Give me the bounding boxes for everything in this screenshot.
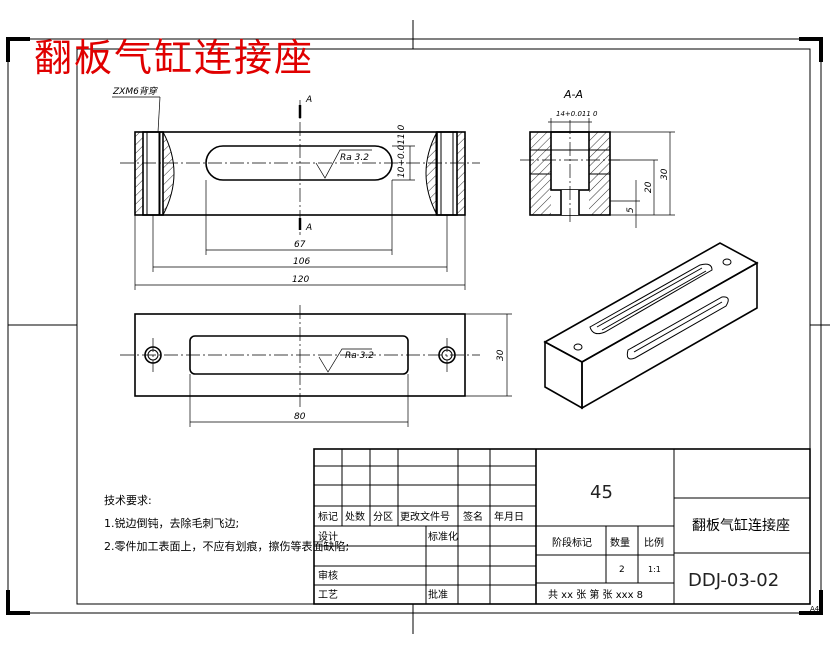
notes-line-2: 2.零件加工表面上，不应有划痕，擦伤等表面缺陷; bbox=[104, 539, 349, 553]
section-title: A-A bbox=[563, 88, 583, 101]
title-block-label-qty: 数量 bbox=[610, 536, 630, 549]
title-block-label-col-sign: 签名 bbox=[463, 510, 483, 523]
outer-frame bbox=[7, 38, 822, 614]
dim-80: 80 bbox=[294, 412, 306, 422]
page-title: 翻板气缸连接座 bbox=[34, 36, 315, 80]
isometric-view bbox=[543, 242, 759, 410]
notes-line-1: 1.锐边倒钝，去除毛刺飞边; bbox=[104, 516, 239, 530]
section-label-top: A bbox=[305, 95, 312, 105]
sheets-info: 共 xx 张 第 张 xxx 8 bbox=[548, 588, 643, 601]
front-view: A A ZXM6背穿 Ra 3.2 10+0.011 0 67 106 120 bbox=[112, 86, 480, 290]
corner-mark bbox=[799, 590, 823, 615]
corner-mark bbox=[6, 37, 30, 62]
title-block-label-stage: 阶段标记 bbox=[552, 536, 592, 549]
thread-note: ZXM6背穿 bbox=[112, 86, 158, 97]
top-view: Ra 3.2 30 80 bbox=[120, 305, 512, 427]
title-block-label-approve: 批准 bbox=[428, 588, 448, 601]
title-block-label-process: 工艺 bbox=[318, 589, 338, 601]
title-block-label-design: 设计 bbox=[318, 530, 338, 543]
dim-120: 120 bbox=[292, 275, 309, 285]
title-block-label-qty-value: 2 bbox=[619, 565, 625, 575]
title-block: 标记 处数 分区 更改文件号 签名 年月日 设计 标准化 审核 工艺 批准 45… bbox=[313, 448, 811, 605]
title-block-label-col-mark: 标记 bbox=[318, 511, 338, 523]
roughness-label: Ra 3.2 bbox=[340, 153, 369, 163]
page-number: A4 bbox=[810, 605, 820, 613]
notes-heading: 技术要求: bbox=[104, 494, 152, 507]
title-block-label-col-zone: 分区 bbox=[373, 511, 393, 523]
title-block-label-scale: 比例 bbox=[644, 536, 664, 549]
dim-14: 14+0.011 0 bbox=[556, 110, 598, 118]
roughness-symbol bbox=[315, 149, 372, 179]
title-block-label-review: 审核 bbox=[318, 569, 338, 582]
dim-30-top: 30 bbox=[496, 349, 506, 361]
title-block-label-col-date: 年月日 bbox=[494, 510, 524, 523]
roughness-symbol-2 bbox=[318, 348, 372, 373]
section-view: A-A 14+0.011 0 30 20 5 bbox=[520, 88, 675, 228]
dim-106: 106 bbox=[293, 257, 310, 267]
drawing-number: DDJ-03-02 bbox=[688, 570, 779, 591]
material-value: 45 bbox=[590, 482, 613, 503]
slot-width-dim: 10+0.011 0 bbox=[397, 124, 407, 178]
dim-5: 5 bbox=[626, 207, 636, 213]
part-name: 翻板气缸连接座 bbox=[692, 517, 790, 534]
corner-mark bbox=[799, 37, 823, 62]
title-block-label-scale-value: 1:1 bbox=[648, 565, 661, 574]
dim-30: 30 bbox=[660, 168, 670, 180]
tech-notes: 技术要求: 1.锐边倒钝，去除毛刺飞边; 2.零件加工表面上，不应有划痕，擦伤等… bbox=[104, 494, 349, 553]
title-block-label-col-doc: 更改文件号 bbox=[400, 510, 450, 523]
corner-mark bbox=[6, 590, 30, 615]
title-block-label-col-count: 处数 bbox=[345, 510, 365, 523]
dim-20: 20 bbox=[644, 181, 654, 193]
title-block-label-standard: 标准化 bbox=[428, 530, 458, 543]
dim-67: 67 bbox=[294, 240, 306, 250]
section-label-bottom: A bbox=[305, 223, 312, 233]
roughness-label-2: Ra 3.2 bbox=[345, 351, 374, 361]
